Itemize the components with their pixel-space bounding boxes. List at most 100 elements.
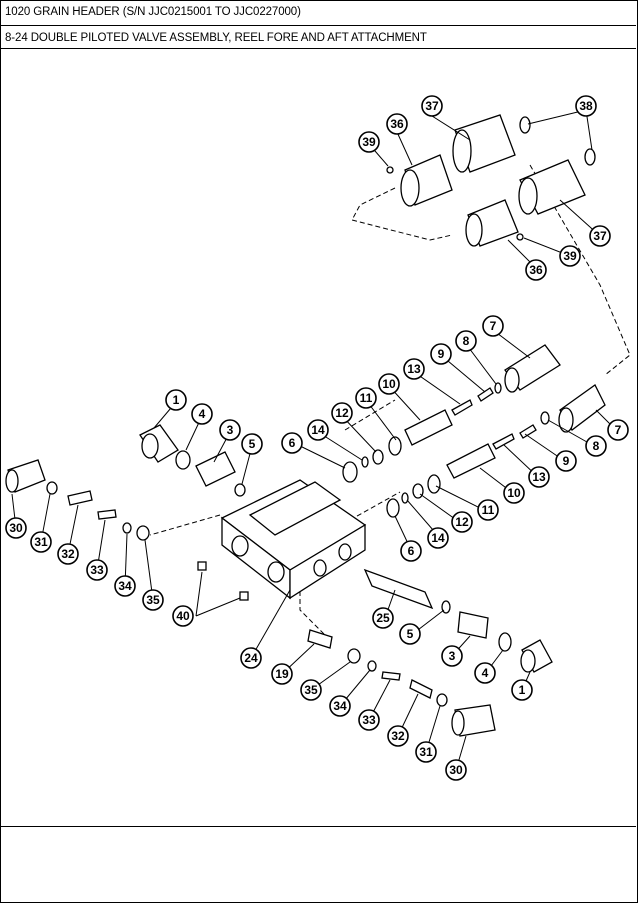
- callout-3: 3: [441, 645, 463, 667]
- svg-text:7: 7: [490, 319, 497, 333]
- sleeve-part-37-lower: [518, 159, 586, 215]
- ring-part-34-left: [122, 522, 132, 534]
- oring-part-4-lower: [498, 632, 512, 652]
- callout-12: 12: [451, 511, 473, 533]
- svg-text:36: 36: [390, 117, 404, 131]
- fitting-part-30-left: [5, 459, 46, 493]
- pin-part-39-upper: [386, 166, 394, 174]
- svg-text:4: 4: [482, 666, 489, 680]
- svg-text:32: 32: [391, 729, 405, 743]
- callout-31: 31: [30, 531, 52, 553]
- callout-40: 40: [172, 605, 194, 627]
- cap-part-35-left: [136, 525, 150, 541]
- spring-part-32-left: [67, 490, 93, 506]
- pin-part-39-lower: [516, 233, 524, 241]
- callout-8: 8: [585, 435, 607, 457]
- callout-24: 24: [240, 647, 262, 669]
- svg-text:6: 6: [289, 436, 296, 450]
- callout-4: 4: [474, 662, 496, 684]
- spring-part-9-upper: [477, 387, 494, 402]
- piston-part-10-upper: [404, 409, 453, 446]
- svg-text:1: 1: [173, 393, 180, 407]
- callout-14: 14: [307, 419, 329, 441]
- header-divider: [0, 25, 636, 26]
- callout-33: 33: [358, 709, 380, 731]
- washer-part-8-upper: [494, 382, 502, 394]
- assembly-guide-lines: [149, 164, 631, 641]
- callout-8: 8: [455, 330, 477, 352]
- svg-text:39: 39: [563, 249, 577, 263]
- fitting-part-30-lower: [451, 704, 496, 737]
- callout-35: 35: [142, 589, 164, 611]
- svg-text:33: 33: [362, 713, 376, 727]
- footer-divider: [0, 826, 636, 827]
- svg-text:25: 25: [376, 611, 390, 625]
- callout-32: 32: [57, 543, 79, 565]
- svg-text:11: 11: [360, 391, 373, 405]
- svg-text:5: 5: [407, 627, 414, 641]
- spring-part-3-lower: [457, 611, 489, 639]
- cap-part-35-lower: [347, 648, 361, 664]
- svg-text:40: 40: [176, 609, 190, 623]
- callout-37: 37: [421, 95, 443, 117]
- ring-part-31-lower: [436, 693, 448, 707]
- svg-text:32: 32: [61, 547, 75, 561]
- callout-12: 12: [331, 402, 353, 424]
- svg-text:31: 31: [419, 745, 433, 759]
- callout-1: 1: [511, 679, 533, 701]
- callout-34: 34: [114, 575, 136, 597]
- svg-text:30: 30: [9, 521, 23, 535]
- header-divider: [0, 48, 636, 49]
- svg-text:31: 31: [34, 535, 48, 549]
- callout-11: 11: [355, 387, 377, 409]
- cylinder-part-36-upper: [400, 154, 453, 207]
- svg-text:6: 6: [408, 544, 415, 558]
- ring-part-38-upper: [519, 116, 531, 134]
- fitting-part-7-upper: [504, 344, 561, 393]
- svg-text:10: 10: [507, 486, 521, 500]
- svg-text:14: 14: [431, 531, 445, 545]
- callout-4: 4: [191, 403, 213, 425]
- svg-text:30: 30: [449, 763, 463, 777]
- callout-7: 7: [482, 315, 504, 337]
- callout-5: 5: [241, 433, 263, 455]
- callout-1: 1: [165, 389, 187, 411]
- callout-10: 10: [378, 373, 400, 395]
- header-subtitle: 8-24 DOUBLE PILOTED VALVE ASSEMBLY, REEL…: [5, 32, 427, 44]
- callout-30: 30: [445, 759, 467, 781]
- ring-part-31-left: [46, 481, 58, 495]
- plug-part-40-b: [239, 591, 249, 601]
- svg-text:3: 3: [449, 649, 456, 663]
- callout-36: 36: [386, 113, 408, 135]
- callout-9: 9: [555, 450, 577, 472]
- svg-text:34: 34: [333, 699, 347, 713]
- pin-part-33-left: [97, 509, 117, 520]
- callout-39: 39: [559, 245, 581, 267]
- plug-part-1-lower: [520, 639, 553, 673]
- svg-text:35: 35: [304, 683, 318, 697]
- sleeve-part-11-lower: [427, 474, 441, 494]
- svg-text:37: 37: [425, 99, 439, 113]
- svg-text:9: 9: [438, 347, 445, 361]
- callout-33: 33: [86, 559, 108, 581]
- svg-text:5: 5: [249, 437, 256, 451]
- callout-39: 39: [358, 131, 380, 153]
- svg-text:8: 8: [593, 439, 600, 453]
- svg-text:12: 12: [335, 406, 349, 420]
- ring-part-14-upper: [361, 456, 369, 468]
- washer-part-5-upper: [234, 483, 246, 497]
- callout-14: 14: [427, 527, 449, 549]
- callout-34: 34: [329, 695, 351, 717]
- svg-text:11: 11: [482, 503, 495, 517]
- callout-9: 9: [430, 343, 452, 365]
- svg-text:37: 37: [593, 229, 607, 243]
- svg-text:35: 35: [146, 593, 160, 607]
- callout-35: 35: [300, 679, 322, 701]
- oring-part-6-upper: [342, 461, 358, 483]
- callout-38: 38: [575, 95, 597, 117]
- sleeve-part-11-upper: [388, 436, 402, 456]
- header-title: 1020 GRAIN HEADER (S/N JJC0215001 TO JJC…: [5, 6, 301, 18]
- valve-body-part-24: [220, 479, 367, 600]
- pin-part-33-lower: [381, 671, 401, 681]
- svg-text:8: 8: [463, 334, 470, 348]
